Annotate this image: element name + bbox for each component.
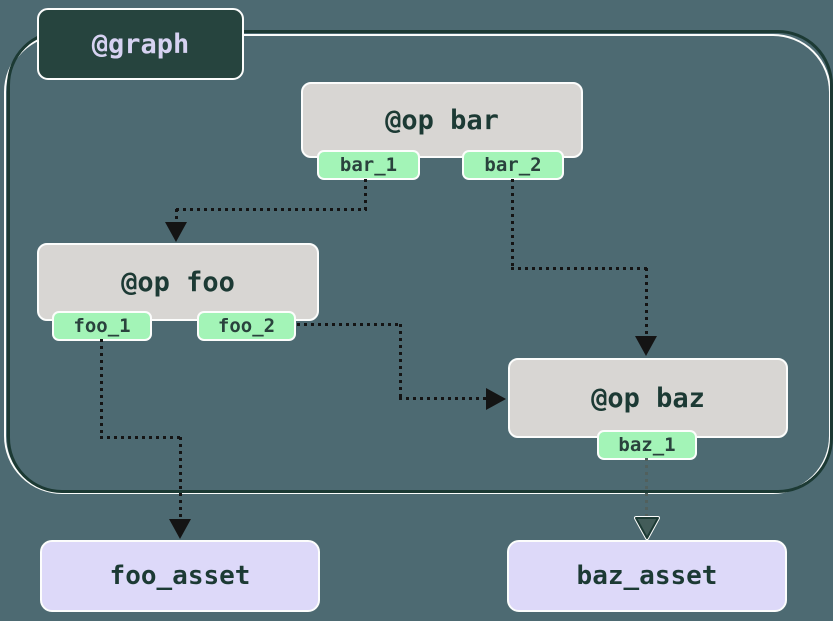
output-tag-bar-1-text: bar_1 [339, 154, 398, 176]
edge-bar1-foo-segment-1 [364, 179, 367, 212]
output-tag-baz-1: baz_1 [597, 430, 697, 460]
edge-bar1-foo-segment-2 [176, 208, 367, 211]
asset-node-foo-asset-text: foo_asset [109, 561, 251, 591]
graph-container-outline [7, 30, 833, 493]
edge-bar2-baz-segment-1 [511, 179, 514, 270]
edge-foo1-fooasset-segment-1 [100, 339, 103, 439]
edge-bar2-baz-arrowhead-icon [635, 336, 657, 356]
op-node-baz: @op baz [508, 358, 788, 438]
edge-foo1-fooasset-segment-2 [100, 436, 181, 439]
edge-foo2-baz-arrowhead-icon [486, 388, 506, 410]
graph-label: @graph [37, 8, 244, 80]
op-node-bar-title: @op bar [385, 104, 499, 136]
edge-bar2-baz-segment-3 [645, 268, 648, 338]
edge-bar1-foo-segment-3 [175, 209, 178, 224]
edge-foo2-baz-segment-1 [297, 323, 402, 326]
output-tag-foo-2: foo_2 [197, 311, 296, 341]
graph-label-text: @graph [91, 28, 190, 60]
asset-node-baz-asset: baz_asset [507, 540, 787, 612]
op-node-foo-title: @op foo [121, 266, 235, 298]
output-tag-foo-1: foo_1 [52, 311, 152, 341]
edge-bar1-foo-arrowhead-icon [165, 222, 187, 242]
asset-node-baz-asset-text: baz_asset [576, 561, 718, 591]
output-tag-baz-1-text: baz_1 [618, 434, 676, 456]
op-node-bar: @op bar [301, 82, 583, 158]
edge-bar2-baz-segment-2 [511, 267, 648, 270]
edge-foo2-baz-segment-2 [399, 324, 402, 400]
output-tag-foo-2-text: foo_2 [217, 315, 276, 337]
output-tag-foo-1-text: foo_1 [73, 315, 131, 337]
edge-foo1-fooasset-arrowhead-icon [169, 519, 191, 539]
edge-baz1-bazasset-arrowhead-icon [634, 516, 660, 540]
op-node-foo: @op foo [37, 243, 319, 321]
output-tag-bar-2: bar_2 [462, 150, 564, 180]
op-node-baz-title: @op baz [591, 382, 705, 414]
edge-baz1-bazasset-segment-1 [645, 458, 648, 518]
output-tag-bar-2-text: bar_2 [484, 154, 542, 176]
edge-foo2-baz-segment-3 [399, 397, 488, 400]
asset-node-foo-asset: foo_asset [40, 540, 320, 612]
output-tag-bar-1: bar_1 [317, 150, 420, 180]
edge-foo1-fooasset-segment-3 [179, 437, 182, 521]
